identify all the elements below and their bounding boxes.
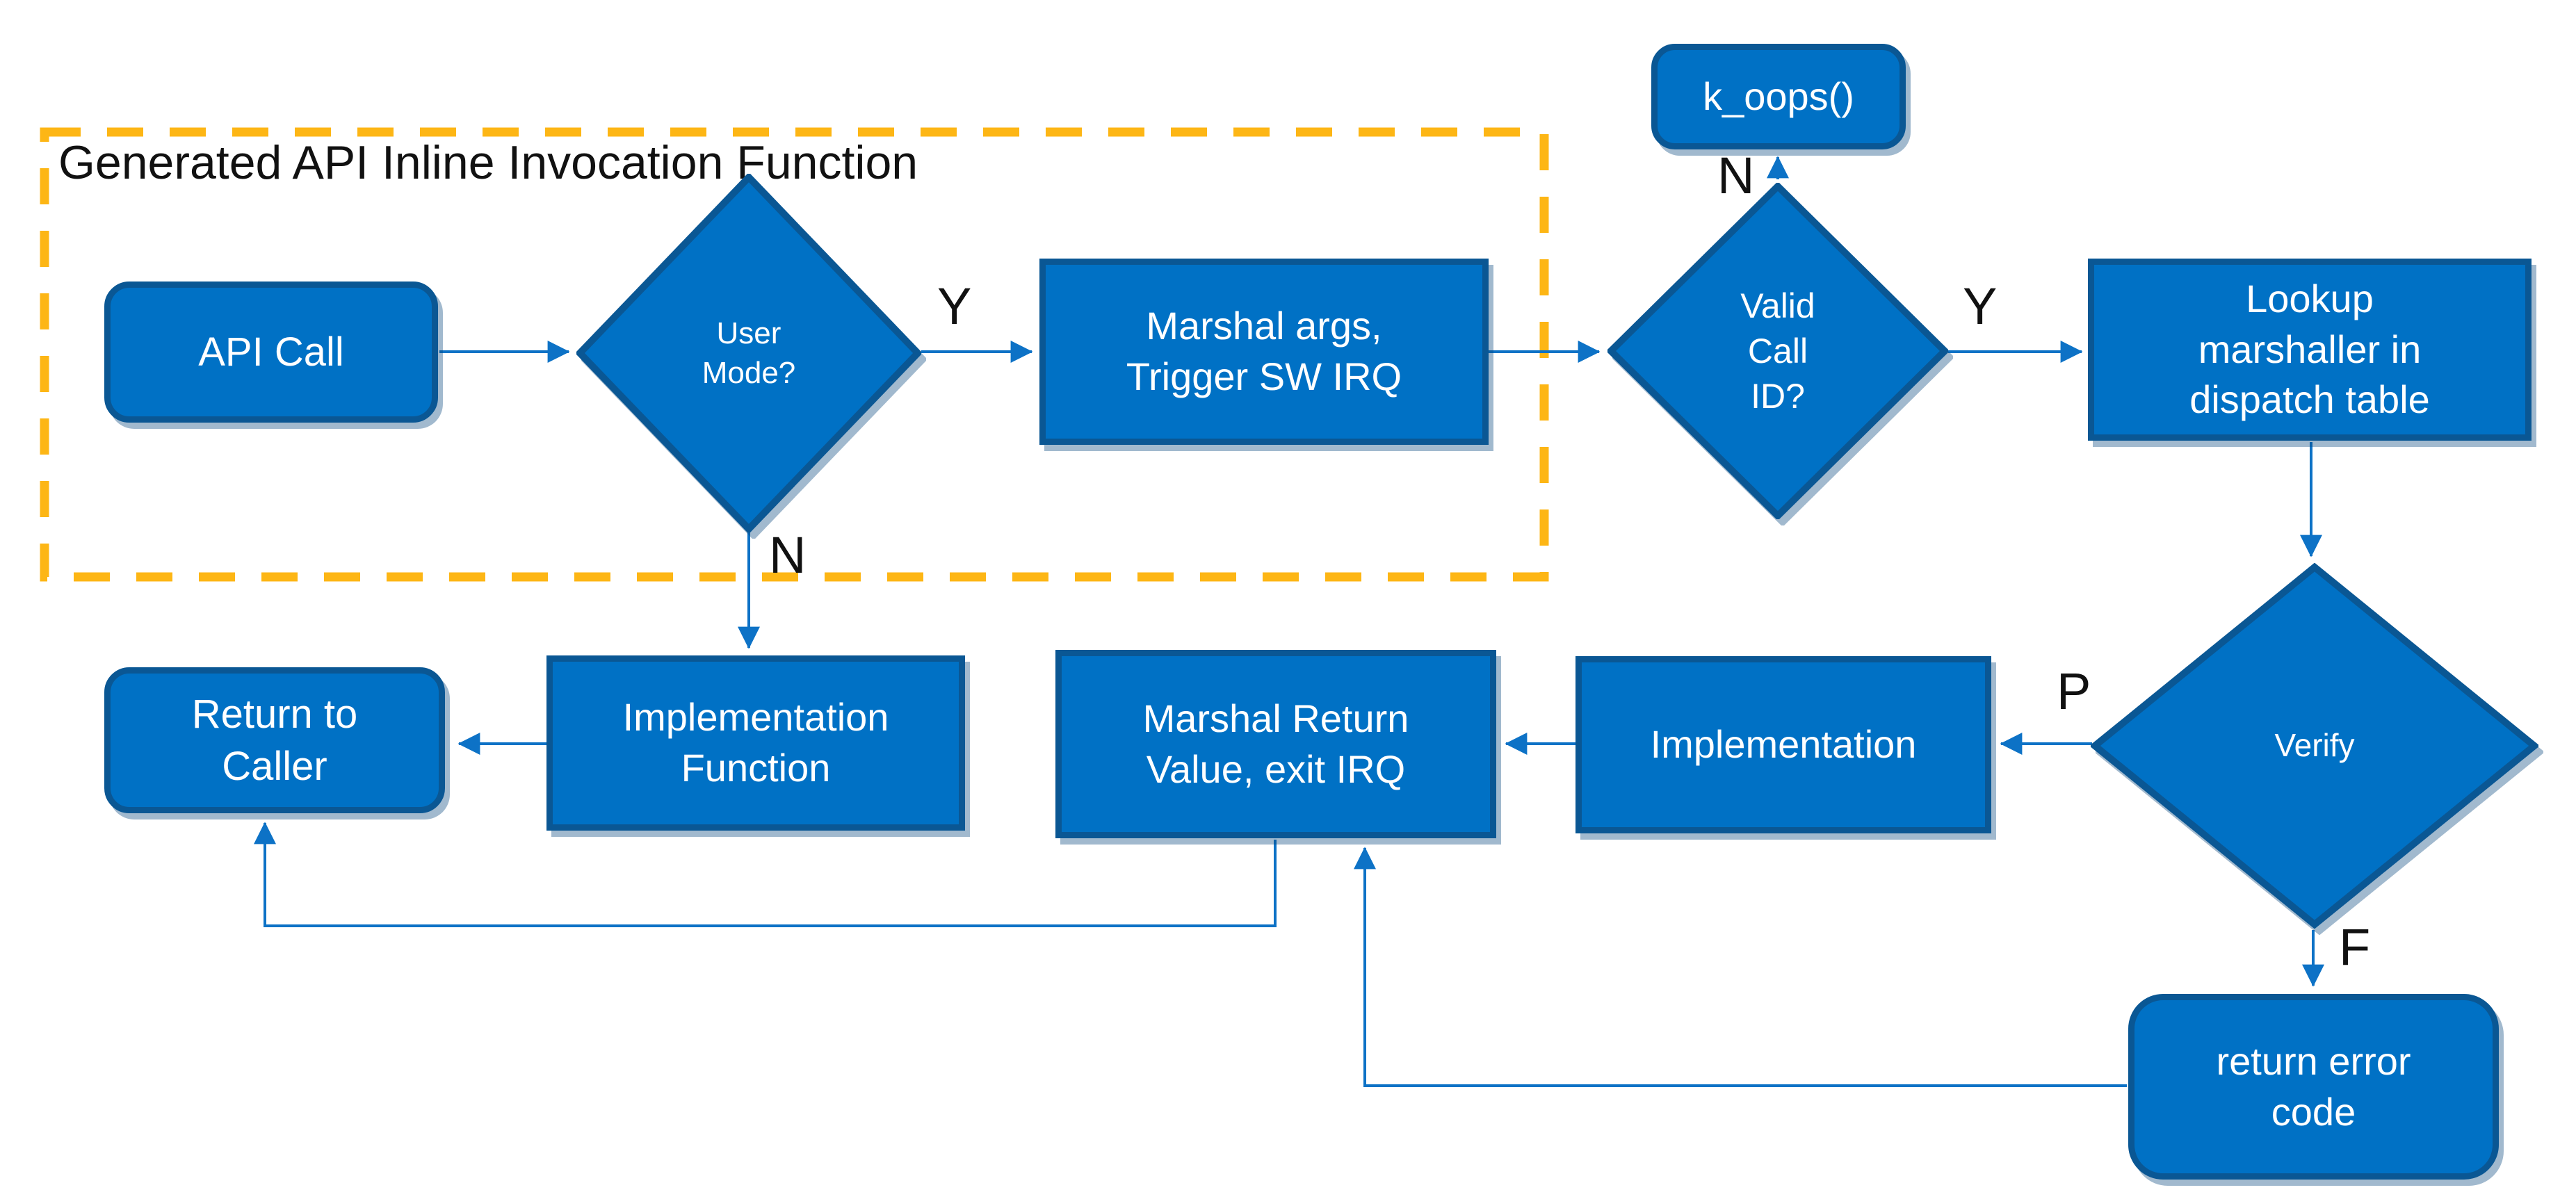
node-label: Lookup marshaller in dispatch table [2189, 276, 2430, 422]
node-k-oops: k_oops() [1651, 44, 1906, 149]
node-marshal-args: Marshal args, Trigger SW IRQ [1039, 259, 1489, 445]
node-return-error-code: return error code [2128, 994, 2499, 1180]
node-label: Valid Call ID? [1740, 286, 1815, 416]
node-label: Implementation Function [622, 695, 889, 790]
node-implementation: Implementation [1575, 656, 1991, 833]
group-outline [40, 127, 1549, 582]
node-label: Verify [2274, 727, 2355, 764]
node-user-mode: User Mode? [576, 174, 921, 532]
node-verify: Verify [2091, 563, 2538, 929]
diamond-shape [1607, 183, 1948, 519]
edge-return-error-to-marshal-return [1354, 847, 2127, 1087]
node-marshal-return: Marshal Return Value, exit IRQ [1055, 650, 1496, 838]
edge-user-mode-to-marshal-args-label: Y [937, 277, 972, 335]
edge-user-mode-to-implementation-function-label: N [769, 526, 807, 584]
edge-verify-to-implementation-label: P [2057, 662, 2091, 720]
node-label: API Call [198, 329, 344, 375]
diamond-shape [576, 174, 921, 532]
edge-valid-call-id-to-lookup-label: Y [1963, 277, 1998, 335]
diamond-shape [2091, 563, 2538, 929]
node-label: Marshal args, Trigger SW IRQ [1126, 304, 1402, 398]
edge-valid-call-id-to-k-oops-label: N [1717, 147, 1755, 204]
edge-marshal-return-to-return-to-caller [254, 822, 1277, 927]
node-valid-call-id: Valid Call ID? [1607, 183, 1948, 519]
node-label: Return to Caller [191, 691, 358, 789]
node-label: k_oops() [1703, 74, 1854, 118]
node-label: Marshal Return Value, exit IRQ [1142, 696, 1409, 791]
edge-verify-to-return-error-label: F [2339, 918, 2371, 976]
node-api-call: API Call [104, 282, 438, 423]
node-lookup-marshaller: Lookup marshaller in dispatch table [2088, 259, 2532, 441]
node-label: return error code [2216, 1038, 2411, 1134]
diagram-title: Generated API Inline Invocation Function [58, 136, 918, 189]
node-implementation-function: Implementation Function [546, 655, 965, 831]
node-label: User Mode? [702, 316, 796, 390]
node-return-to-caller: Return to Caller [104, 667, 445, 813]
node-label: Implementation [1650, 722, 1917, 767]
